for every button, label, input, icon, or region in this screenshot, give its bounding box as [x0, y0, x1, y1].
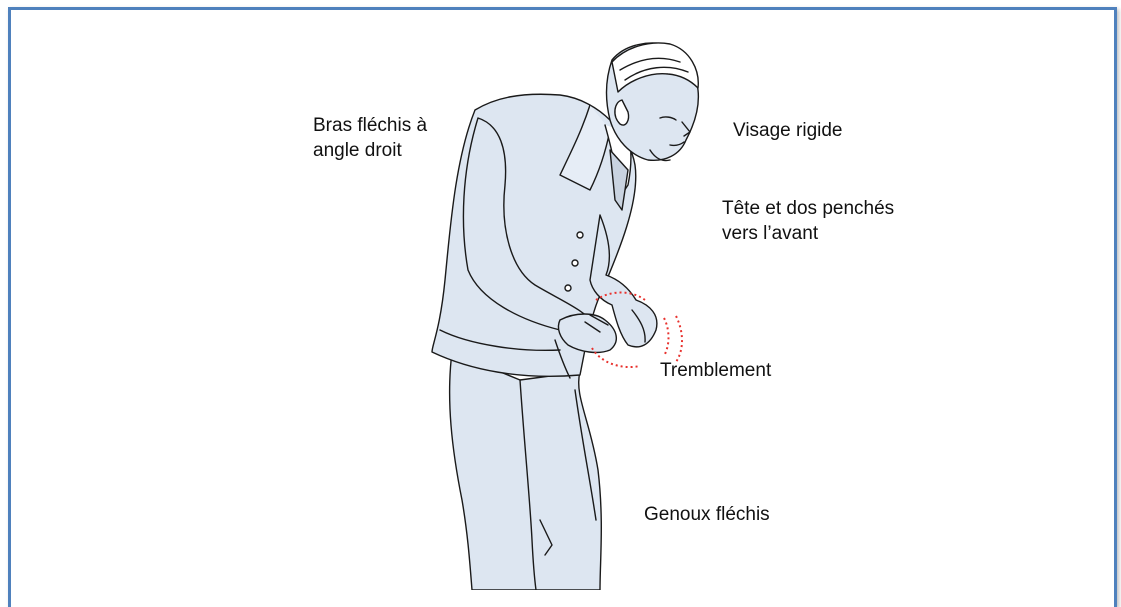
head-back-label: Tête et dos penchés vers l’avant [722, 196, 894, 246]
trousers [450, 352, 602, 590]
face-label: Visage rigide [733, 118, 843, 143]
knees-label: Genoux fléchis [644, 502, 770, 527]
tremor-label: Tremblement [660, 358, 771, 383]
parkinson-posture-illustration [0, 0, 1121, 590]
arms-label: Bras fléchis à angle droit [313, 113, 427, 163]
